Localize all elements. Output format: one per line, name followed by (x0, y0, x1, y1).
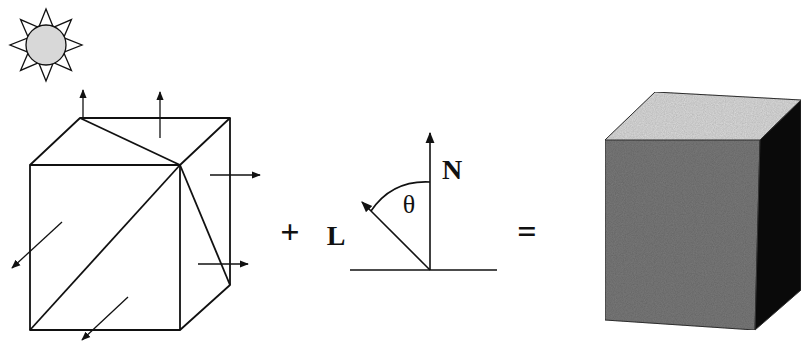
angle-label: θ (403, 192, 415, 218)
normal-vector-label: N (442, 156, 462, 184)
sun-symbol (10, 9, 82, 81)
equals-sign: = (517, 215, 536, 249)
plus-sign: + (280, 215, 299, 249)
shaded-cube (605, 92, 801, 330)
normal-arrows (12, 90, 260, 340)
light-vector-label: L (327, 222, 346, 250)
lighting-vectors (350, 133, 497, 270)
